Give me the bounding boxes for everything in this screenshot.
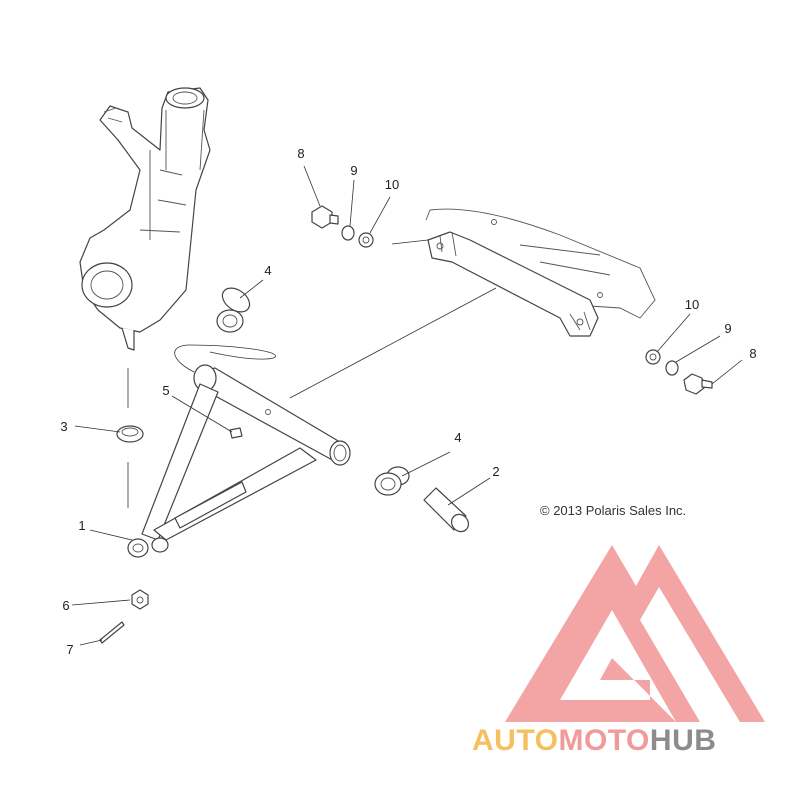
callout-10-right: 10 (685, 297, 699, 312)
ball-joint-boot (116, 425, 144, 443)
flat-washer-left (358, 232, 374, 248)
callout-4-top: 4 (264, 263, 271, 278)
leader-lines (71, 165, 743, 646)
bushing-bottom (374, 466, 410, 496)
frame-crossmember (425, 208, 656, 337)
callout-9-left: 9 (350, 163, 357, 178)
bolt-left (311, 205, 339, 229)
steering-knuckle (79, 87, 211, 351)
watermark-hub: HUB (650, 724, 717, 757)
callout-3: 3 (60, 419, 67, 434)
callout-10-left: 10 (385, 177, 399, 192)
lock-washer-left (341, 225, 355, 241)
a-arm (127, 364, 351, 558)
callouts: 1 2 3 4 4 5 6 7 8 8 9 9 10 10 (60, 146, 756, 657)
watermark-triangle (505, 545, 765, 722)
callout-6: 6 (62, 598, 69, 613)
callout-4-bottom: 4 (454, 430, 461, 445)
cotter-pin (99, 621, 125, 644)
callout-8-right: 8 (749, 346, 756, 361)
copyright-text: © 2013 Polaris Sales Inc. (540, 503, 686, 518)
bushing-top (216, 287, 251, 333)
castle-nut (131, 589, 149, 610)
callout-7: 7 (66, 642, 73, 657)
grease-fitting (229, 427, 243, 439)
lock-washer-right (665, 360, 679, 376)
callout-5: 5 (162, 383, 169, 398)
watermark-text: AUTOMOTOHUB (472, 724, 716, 757)
flat-washer-right (645, 349, 661, 365)
callout-8-left: 8 (297, 146, 304, 161)
bolt-right (683, 373, 713, 395)
pivot-tube (423, 487, 470, 533)
callout-2: 2 (492, 464, 499, 479)
assembly-lines (127, 239, 497, 508)
watermark-logo (505, 545, 765, 722)
callout-9-right: 9 (724, 321, 731, 336)
watermark-auto: AUTO (472, 724, 558, 757)
watermark-moto: MOTO (558, 724, 649, 757)
callout-1: 1 (78, 518, 85, 533)
